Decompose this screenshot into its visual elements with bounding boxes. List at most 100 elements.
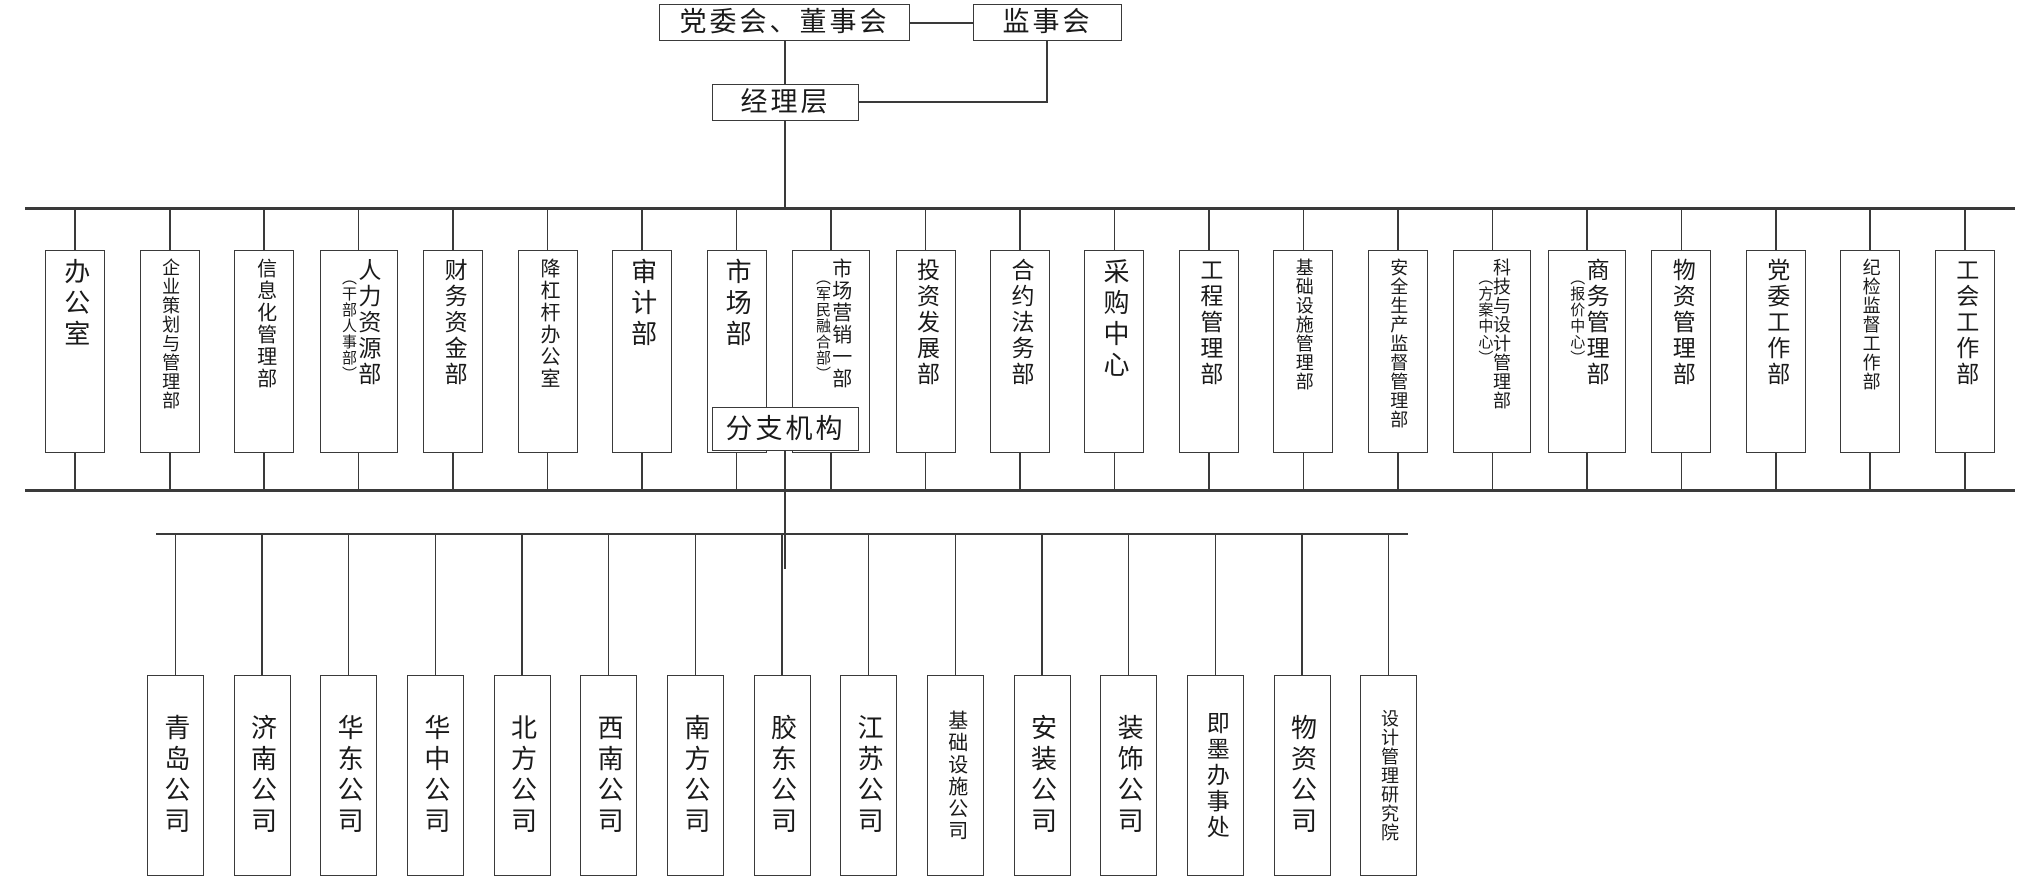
connector-dept-up [1397, 207, 1399, 250]
node-board[interactable]: 党委会、董事会 [659, 4, 910, 41]
connector-dept-down [1113, 453, 1116, 489]
connector-dept-up [263, 207, 265, 250]
department-label: 基础设施管理部 [1293, 258, 1314, 391]
connector-dept-down [452, 453, 454, 489]
connector-dept-up [168, 207, 171, 250]
department-box[interactable]: 工会工作部 [1934, 250, 1995, 453]
node-supervisory-board[interactable]: 监事会 [973, 4, 1122, 41]
connector-dept-up [1680, 207, 1683, 250]
branch-label: 安装公司 [1027, 713, 1057, 838]
node-board-label: 党委会、董事会 [679, 7, 890, 37]
connector-branch-up [1387, 533, 1390, 675]
connector-dept-down [546, 453, 549, 489]
branch-box[interactable]: 南方公司 [666, 675, 724, 876]
branch-box[interactable]: 基础设施公司 [926, 675, 984, 876]
connector-dept-up [1302, 207, 1305, 250]
department-box[interactable]: 纪检监督工作部 [1840, 250, 1901, 453]
connector-dept-up [1963, 207, 1966, 250]
department-box[interactable]: 基础设施管理部 [1273, 250, 1334, 453]
connector-dept-down [1019, 453, 1021, 489]
connector-dept-up [452, 207, 454, 250]
branch-label: 北方公司 [507, 713, 537, 838]
node-branch-org[interactable]: 分支机构 [712, 407, 859, 451]
branch-box[interactable]: 安装公司 [1013, 675, 1071, 876]
node-management[interactable]: 经理层 [712, 84, 859, 121]
branch-box[interactable]: 华东公司 [320, 675, 378, 876]
connector-dept-down [1397, 453, 1399, 489]
connector-branch-up [521, 533, 523, 675]
department-label: 党委工作部 [1763, 258, 1789, 388]
branch-box[interactable]: 北方公司 [493, 675, 551, 876]
connector-dept-down [357, 453, 360, 489]
department-box[interactable]: 投资发展部 [895, 250, 956, 453]
department-label: 采购中心 [1099, 258, 1129, 382]
department-label: 安全生产监督管理部 [1388, 258, 1409, 429]
department-box[interactable]: 人力资源部（干部人事部） [319, 250, 398, 453]
connector-dept-down [263, 453, 265, 489]
department-box[interactable]: 安全生产监督管理部 [1367, 250, 1428, 453]
connector-dept-down [1491, 453, 1494, 489]
connector-dept-up [830, 207, 832, 250]
connector-dept-down [641, 453, 643, 489]
connector-board-to-supervisory [910, 22, 974, 24]
department-box[interactable]: 降杠杆办公室 [517, 250, 578, 453]
connector-dept-down [1208, 453, 1210, 489]
department-box[interactable]: 商务管理部（报价中心） [1547, 250, 1626, 453]
connector-dept-down [830, 453, 832, 489]
department-box[interactable]: 科技与设计管理部（方案中心） [1453, 250, 1532, 453]
branch-label: 南方公司 [680, 713, 710, 838]
connector-dept-up [924, 207, 927, 250]
connector-dept-up [1869, 207, 1872, 250]
department-label: 企业策划与管理部 [160, 258, 181, 410]
branch-box[interactable]: 西南公司 [580, 675, 638, 876]
department-label: 工会工作部 [1952, 258, 1978, 388]
branch-box[interactable]: 物资公司 [1273, 675, 1331, 876]
branch-box[interactable]: 济南公司 [233, 675, 291, 876]
department-box[interactable]: 信息化管理部 [234, 250, 295, 453]
department-box[interactable]: 工程管理部 [1178, 250, 1239, 453]
department-label: 工程管理部 [1196, 258, 1222, 388]
connector-supervisory-to-management [859, 101, 1048, 103]
branch-label: 青岛公司 [160, 713, 190, 838]
branch-box[interactable]: 青岛公司 [146, 675, 204, 876]
department-sublabel: （军民融合部） [813, 270, 830, 382]
department-box[interactable]: 办公室 [45, 250, 106, 453]
department-label: 降杠杆办公室 [537, 258, 559, 390]
dept-bus-bottom [25, 489, 2015, 492]
branch-label: 设计管理研究院 [1379, 709, 1400, 842]
department-box[interactable]: 合约法务部 [990, 250, 1050, 453]
branch-box[interactable]: 华中公司 [406, 675, 464, 876]
department-box[interactable]: 审计部 [612, 250, 673, 453]
branch-box[interactable]: 江苏公司 [840, 675, 898, 876]
branch-box[interactable]: 胶东公司 [753, 675, 811, 876]
connector-dept-down [1869, 453, 1872, 489]
department-label: 科技与设计管理部 [1491, 258, 1512, 410]
connector-branch-up [261, 533, 263, 675]
connector-management-to-dept-bus [784, 121, 786, 209]
connector-dept-down [168, 453, 171, 489]
department-label: 商务管理部 [1583, 258, 1609, 388]
connector-dept-up [1491, 207, 1494, 250]
department-label: 合约法务部 [1007, 258, 1033, 388]
department-label: 审计部 [627, 258, 657, 351]
department-box[interactable]: 物资管理部 [1651, 250, 1712, 453]
department-box[interactable]: 党委工作部 [1745, 250, 1806, 453]
connector-supervisory-down [1046, 41, 1048, 103]
department-label: 信息化管理部 [253, 258, 276, 390]
node-supervisory-board-label: 监事会 [1002, 7, 1093, 37]
node-branch-org-label: 分支机构 [725, 413, 846, 444]
branch-box[interactable]: 设计管理研究院 [1360, 675, 1418, 876]
branch-label: 华中公司 [420, 713, 450, 838]
branch-label: 济南公司 [247, 713, 277, 838]
connector-branch-up [1127, 533, 1130, 675]
department-box[interactable]: 采购中心 [1084, 250, 1145, 453]
connector-dept-down [1680, 453, 1683, 489]
connector-branch-up [347, 533, 350, 675]
department-sublabel: （方案中心） [1476, 270, 1493, 366]
department-label: 财务资金部 [441, 258, 467, 388]
branch-box[interactable]: 即墨办事处 [1186, 675, 1244, 876]
branch-box[interactable]: 装饰公司 [1100, 675, 1158, 876]
department-box[interactable]: 财务资金部 [423, 250, 484, 453]
department-box[interactable]: 企业策划与管理部 [139, 250, 200, 453]
department-sublabel: （报价中心） [1568, 270, 1585, 366]
